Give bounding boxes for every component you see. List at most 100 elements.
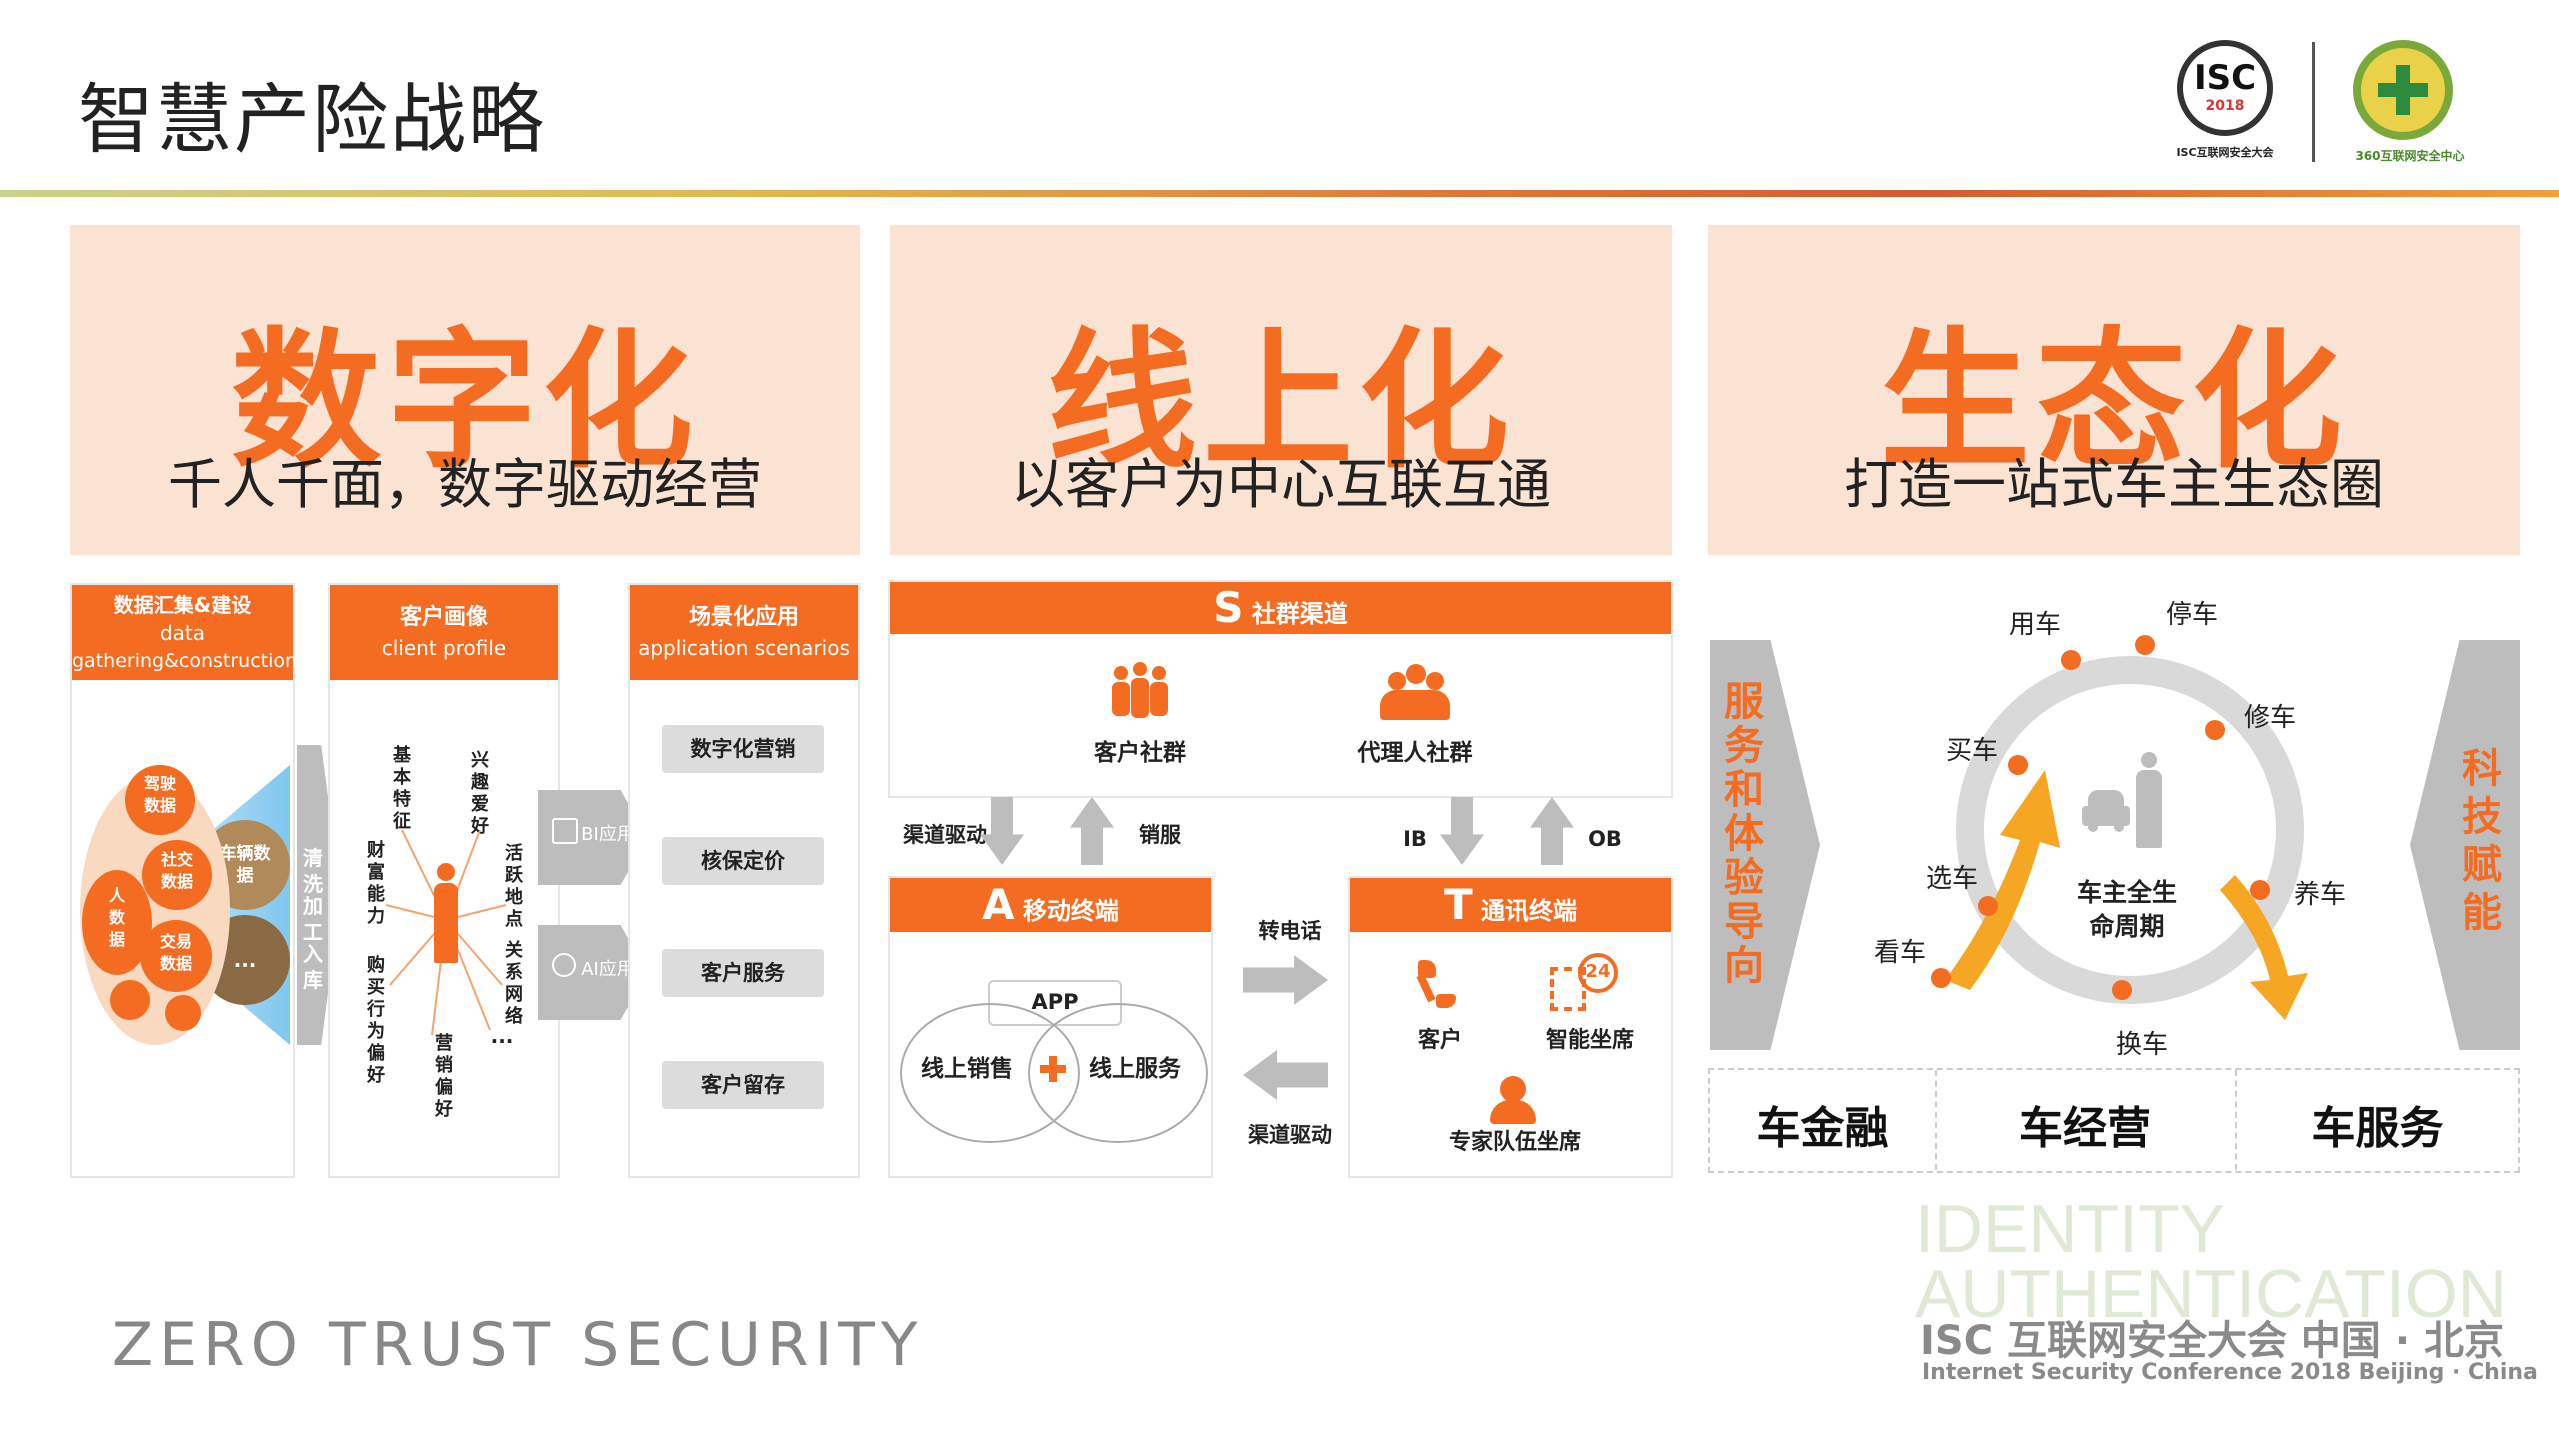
- ai-label: AI应用: [581, 959, 635, 980]
- client-profile-header: 客户画像 client profile: [330, 585, 558, 680]
- s-label: 社群渠道: [1251, 600, 1348, 628]
- header-stripe: [0, 190, 2559, 197]
- tab-car-service: 车服务: [2311, 1103, 2444, 1154]
- pillar-digital: 数字化 千人千面，数字驱动经营: [70, 225, 860, 555]
- pillar-online: 线上化 以客户为中心互联互通: [890, 225, 1672, 555]
- tab-car-finance: 车金融: [1756, 1103, 1889, 1154]
- arrow-up-a: [1070, 797, 1114, 865]
- data-gathering-en2: gathering&construction: [72, 650, 298, 672]
- t-comm-header: T 通讯终端: [1350, 878, 1671, 932]
- a-service-label: 销服: [1139, 823, 1181, 847]
- bubble-vehicle-label: 车辆数据: [219, 844, 271, 886]
- tech-arrow-label: 科技赋能: [2462, 746, 2502, 936]
- s-social-panel: S 社群渠道 客户社群 代理人社群: [888, 580, 1673, 798]
- page-title: 智慧产险战略: [78, 75, 546, 164]
- bubble-person-label: 人数据: [108, 886, 125, 949]
- trait-wealth: 财富能力: [367, 840, 385, 927]
- client-profile-title: 客户画像: [399, 605, 488, 630]
- security-center-logo: 360互联网安全中心: [2335, 35, 2485, 165]
- customer-label: 客户: [1417, 1028, 1462, 1053]
- scenarios-header: 场景化应用 application scenarios: [630, 585, 858, 680]
- online-sales-label: 线上销售: [921, 1056, 1013, 1082]
- pillar-digital-title: 数字化: [230, 315, 699, 489]
- trait-basic: 基本特征: [393, 745, 411, 832]
- stage-buy-car: 买车: [1945, 736, 1998, 766]
- arrow-right-phone: [1243, 955, 1328, 1005]
- stage-use-car: 用车: [2008, 610, 2061, 640]
- data-gathering-header: 数据汇集&建设 data gathering&construction: [72, 585, 298, 680]
- trait-active-place: 活跃地点: [505, 843, 523, 930]
- smart-seat-label: 智能坐席: [1545, 1028, 1634, 1053]
- bi-icon: [552, 818, 578, 844]
- trait-network: 关系网络: [505, 940, 523, 1027]
- expert-seat-icon: [1488, 1076, 1538, 1126]
- scenario-retention: 客户留存: [662, 1061, 824, 1109]
- pillar-digital-subtitle: 千人千面，数字驱动经营: [168, 453, 762, 516]
- owner-icon: [2136, 752, 2162, 848]
- smart-seat-badge: 24: [1585, 961, 1611, 982]
- customer-community-icon: [1110, 662, 1170, 722]
- phone-icon: [1416, 960, 1458, 1010]
- conference-cn: ISC 互联网安全大会 中国 · 北京: [1920, 1318, 2504, 1364]
- trait-purchase: 购买行为偏好: [367, 955, 385, 1086]
- process-step-store: 入库: [303, 942, 323, 992]
- arrow-up-t: [1530, 797, 1574, 865]
- watermark-identity: IDENTITY: [1915, 1191, 2225, 1267]
- car-icon: [2082, 790, 2130, 834]
- bi-label: BI应用: [581, 824, 635, 845]
- service-arrow-label: 服务和体验导向: [1724, 679, 1764, 989]
- stage-choose-car: 选车: [1925, 864, 1978, 894]
- client-profile-panel: 客户画像 client profile 基本特征 兴趣爱好 财富能力 活跃地点 …: [328, 583, 560, 1178]
- data-gathering-en1: data: [159, 621, 206, 645]
- isc-logo-ring: [2177, 40, 2273, 136]
- bubble-drive-label: 驾驶数据: [143, 774, 176, 815]
- stage-repair-car: 修车: [2243, 703, 2296, 733]
- logo-divider: [2312, 42, 2315, 162]
- conference-en: Internet Security Conference 2018 Beijin…: [1922, 1360, 2538, 1385]
- trait-more: ...: [490, 1024, 514, 1048]
- data-gathering-panel: 数据汇集&建设 data gathering&construction 车辆数据…: [70, 583, 298, 1178]
- t-ib-label: IB: [1403, 827, 1427, 851]
- bubble-trade-label: 交易数据: [159, 932, 192, 973]
- data-funnel: 车辆数据 ... 驾驶数据 社交数据 人数据 交易数据: [80, 755, 290, 1075]
- pillar-ecosystem-title: 生态化: [1879, 315, 2348, 489]
- watermark-authentication: AUTHENTICATION: [1915, 1256, 2507, 1332]
- bubble-small-b: [165, 995, 201, 1031]
- isc-logo-caption: ISC互联网安全大会: [2176, 146, 2274, 159]
- bubble-small-a: [110, 980, 150, 1020]
- to-phone-label: 转电话: [1258, 919, 1322, 943]
- zero-trust-label: ZERO TRUST SECURITY: [112, 1310, 924, 1380]
- pillar-online-subtitle: 以客户为中心互联互通: [1011, 453, 1551, 516]
- t-ob-label: OB: [1588, 827, 1622, 851]
- smart-seat-icon: 24: [1550, 953, 1620, 1013]
- a-drive-label: 渠道驱动: [903, 823, 987, 847]
- t-comm-panel: T 通讯终端 客户 24 智能坐席 专家队伍坐席: [1348, 876, 1673, 1178]
- s-letter: S: [1213, 583, 1244, 632]
- a-letter: A: [982, 880, 1015, 929]
- t-letter: T: [1443, 880, 1473, 929]
- scenario-service: 客户服务: [662, 949, 824, 997]
- pillar-ecosystem: 生态化 打造一站式车主生态圈: [1708, 225, 2520, 555]
- a-mobile-panel: A 移动终端 APP 线上销售 线上服务: [888, 876, 1213, 1178]
- t-label: 通讯终端: [1481, 897, 1577, 925]
- plus-mark-icon: [1040, 1056, 1066, 1082]
- online-service-label: 线上服务: [1089, 1056, 1181, 1082]
- scenario-underwriting: 核保定价: [662, 837, 824, 885]
- tab-divider-2: [2235, 1070, 2237, 1170]
- isc-logo-year: 2018: [2205, 98, 2245, 114]
- process-step-process: 加工: [303, 894, 323, 944]
- client-profile-en: client profile: [381, 636, 507, 660]
- stage-park-car: 停车: [2165, 600, 2218, 630]
- trait-marketing: 营销偏好: [435, 1033, 453, 1120]
- arrow-left-drive: [1243, 1050, 1328, 1100]
- lifecycle-diagram: [1931, 635, 2308, 1020]
- pillar-online-title: 线上化: [1046, 315, 1515, 489]
- person-icon: [434, 863, 458, 963]
- isc-logo-mark: ISC: [2193, 58, 2257, 98]
- stage-look-car: 看车: [1873, 938, 1926, 968]
- ai-icon: [552, 953, 576, 977]
- scenario-digital-marketing: 数字化营销: [662, 725, 824, 773]
- app-label: APP: [1031, 990, 1079, 1014]
- process-step-clean: 清洗: [303, 846, 323, 896]
- bubble-drive: [125, 765, 195, 835]
